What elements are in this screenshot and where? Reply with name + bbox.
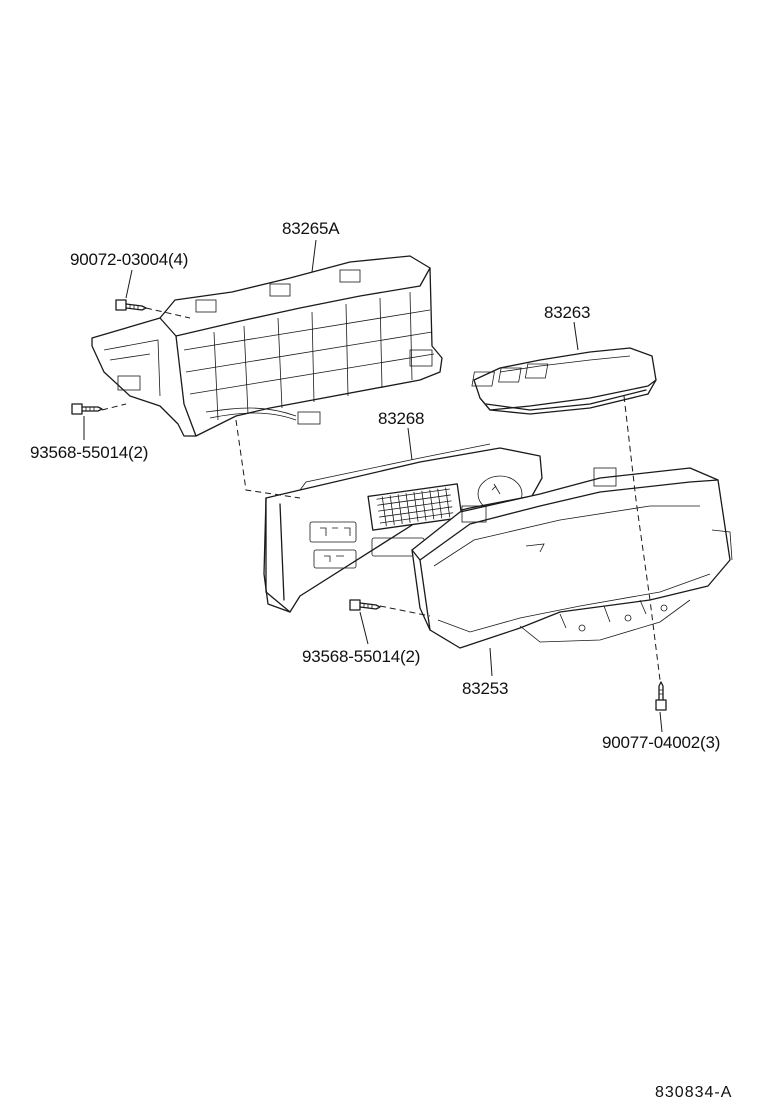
screw-93568-upper-icon — [71, 403, 103, 415]
cluster-lens-window — [471, 347, 657, 415]
assembly-guide-lines — [101, 307, 661, 681]
screw-90077-icon — [655, 681, 667, 711]
leader-lines — [83, 239, 663, 733]
part-label-93568-lower: 93568-55014(2) — [302, 647, 420, 666]
part-label-83265a: 83265A — [282, 219, 340, 238]
screw-90072-icon — [115, 299, 147, 311]
part-label-83268: 83268 — [378, 409, 424, 428]
screw-93568-lower-icon — [349, 599, 381, 611]
rear-case-housing — [91, 255, 443, 437]
diagram-reference-code: 830834-A — [655, 1084, 732, 1101]
front-cover-panel — [411, 467, 733, 649]
part-label-90077: 90077-04002(3) — [602, 733, 720, 752]
part-label-83253: 83253 — [462, 679, 508, 698]
part-label-83263: 83263 — [544, 303, 590, 322]
part-label-90072: 90072-03004(4) — [70, 250, 188, 269]
meter-assembly — [263, 443, 543, 613]
part-label-93568-upper: 93568-55014(2) — [30, 443, 148, 462]
